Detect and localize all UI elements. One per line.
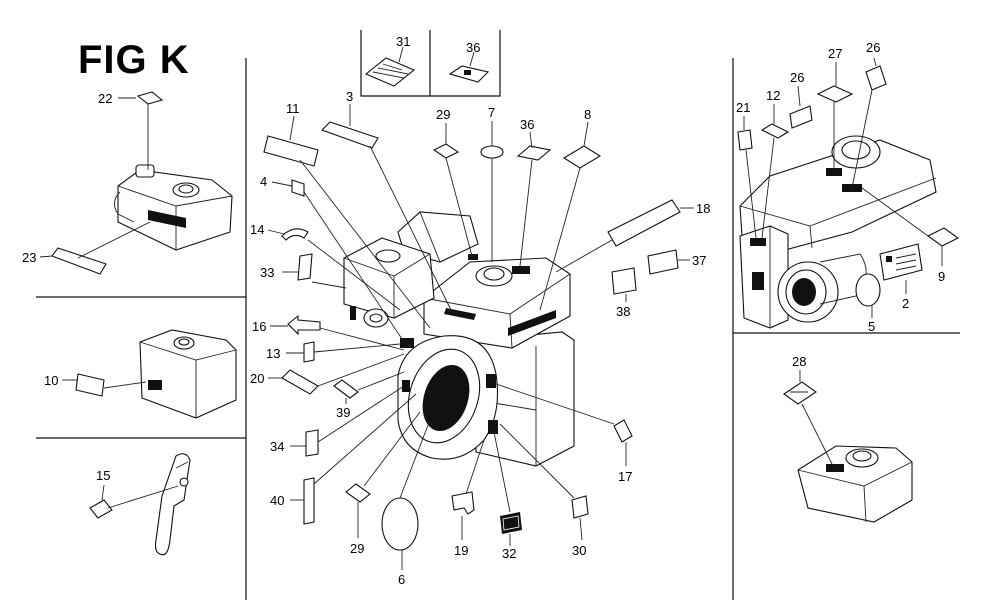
decal-12 [760,104,790,239]
fuel-tank-left [114,164,233,251]
decal-20 [268,353,405,395]
callout-27: 27 [828,46,842,61]
decal-17 [495,383,633,466]
decal-11 [263,115,431,329]
decal-14 [267,228,401,311]
decal-18 [555,199,694,273]
callout-26-left: 26 [790,70,804,85]
callout-10: 10 [44,373,58,388]
decal-29-top [432,123,473,257]
decal-8 [539,121,602,311]
callout-12: 12 [766,88,780,103]
decal-26-right [851,57,887,189]
decal-13 [286,341,401,363]
decal-38 [611,267,637,302]
callout-19: 19 [454,543,468,558]
callout-14: 14 [250,222,264,237]
decal-36-top [448,51,490,83]
callout-39: 39 [336,405,350,420]
decal-29-bottom [345,411,421,538]
air-cleaner-left [139,329,237,419]
callout-34: 34 [270,439,284,454]
callout-6: 6 [398,572,405,587]
seal-5 [855,273,881,318]
callout-38: 38 [616,304,630,319]
decal-33 [282,253,347,289]
decal-27 [816,62,854,168]
callout-18: 18 [696,201,710,216]
nameplate-2 [879,243,923,294]
callout-21: 21 [736,100,750,115]
decal-3 [320,104,453,313]
decal-15 [89,484,179,519]
decal-21 [737,116,757,239]
callout-17: 17 [618,469,632,484]
decal-30 [499,423,589,541]
callout-13: 13 [266,346,280,361]
callout-26-right: 26 [866,40,880,55]
decal-31 [364,46,416,87]
callout-22: 22 [98,91,112,106]
seal-7 [480,121,504,262]
decal-16 [270,314,405,351]
seal-6 [381,419,431,570]
divider-lines [36,30,960,600]
decal-36-center [516,131,552,267]
decal-39 [333,371,405,404]
callout-7: 7 [488,105,495,120]
decal-26-left [789,85,813,129]
callout-4: 4 [260,174,267,189]
callout-2: 2 [902,296,909,311]
callout-16: 16 [252,319,266,334]
callout-29-top: 29 [436,107,450,122]
figure-title: FIG K [78,38,190,82]
decal-9 [861,187,960,266]
callout-3: 3 [346,89,353,104]
callout-15: 15 [96,468,110,483]
callout-23: 23 [22,250,36,265]
decal-22 [118,91,164,170]
callout-11: 11 [286,101,300,116]
callout-labels: 31 36 22 23 10 15 11 3 29 7 36 8 4 14 33… [22,34,945,587]
callout-29-bottom: 29 [350,541,364,556]
decal-37 [647,249,690,275]
callout-40: 40 [270,493,284,508]
callout-20: 20 [250,371,264,386]
decal-34 [290,385,405,457]
decal-19 [451,439,485,540]
decal-4 [271,179,405,343]
callout-9: 9 [938,269,945,284]
decal-23 [39,221,151,275]
engine-main [343,211,575,467]
decal-28 [783,370,833,465]
callout-33: 33 [260,265,274,280]
callout-30: 30 [572,543,586,558]
choke-lever [154,453,191,556]
fuel-tank-right [739,135,937,329]
decal-10 [62,373,147,397]
callout-36-center: 36 [520,117,534,132]
callout-8: 8 [584,107,591,122]
callout-32: 32 [502,546,516,561]
fuel-tank-lower-right [797,445,913,523]
decal-40 [290,393,417,525]
callout-28: 28 [792,354,806,369]
decal-32 [493,431,522,546]
callout-36-top: 36 [466,40,480,55]
callout-31: 31 [396,34,410,49]
callout-5: 5 [868,319,875,334]
callout-37: 37 [692,253,706,268]
